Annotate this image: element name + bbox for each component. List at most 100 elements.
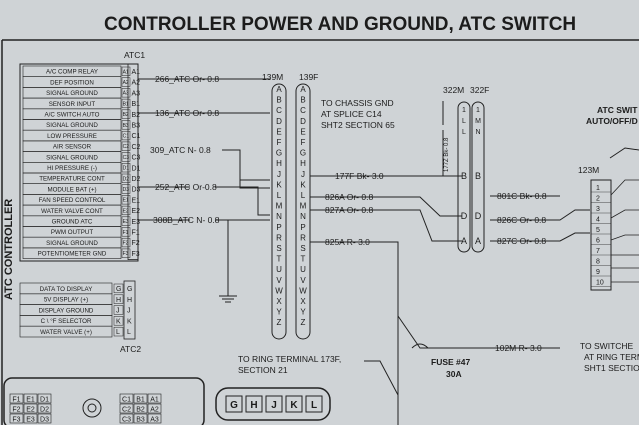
atc2-pin-desc: WATER VALVE (+) — [40, 329, 92, 336]
conn-139f-pin: S — [300, 244, 305, 253]
conn-322m-label: 322M — [443, 85, 464, 95]
conn-123m-pin: 4 — [596, 217, 600, 224]
bottom-connector-pin: K — [290, 400, 298, 411]
atc1-pin-code: F3 — [123, 251, 129, 257]
diagram-title: CONTROLLER POWER AND GROUND, ATC SWITCH — [104, 14, 576, 35]
conn-322f-body — [471, 101, 485, 253]
atc1-pin-code-box — [121, 109, 131, 119]
atc1-pin-code: C2 — [123, 144, 130, 150]
atc1-pin-desc: LOW PRESSURE — [47, 133, 97, 140]
atc-switch-label-2: AUTO/OFF/D — [586, 116, 638, 126]
right-wires — [310, 101, 590, 425]
conn-139m-body — [271, 83, 287, 340]
atc2-pin-code: J — [116, 308, 120, 315]
atc1-pin-code: C3 — [123, 155, 130, 161]
conn-322f-top-pin: N — [475, 129, 480, 136]
atc1-pin-code: F1 — [123, 230, 129, 236]
conn-139f-pin: M — [300, 202, 307, 211]
conn-139f-pin: X — [300, 297, 306, 306]
connector-face-cell-label: F2 — [12, 406, 20, 413]
atc1-pin: E1 — [132, 197, 141, 204]
atc2-row-box — [19, 325, 113, 338]
atc2-connector-housing — [123, 280, 136, 340]
conn-123m-pin: 9 — [596, 269, 600, 276]
atc1-pin-code-box — [121, 77, 131, 87]
connector-face-cell — [23, 413, 38, 424]
connector-face-cell-label: D2 — [40, 406, 49, 413]
atc1-pin: F2 — [132, 240, 140, 247]
chassis-note-3: SHT2 SECTION 65 — [321, 120, 395, 130]
connector-face-cell — [9, 413, 24, 424]
conn-123m-body — [590, 179, 612, 291]
atc1-pin-code-box — [121, 248, 131, 258]
conn-139f-pin: N — [300, 212, 306, 221]
bottom-connector-pin: L — [311, 400, 317, 411]
atc1-pin-code-box — [121, 227, 131, 237]
connector-face-cell — [133, 413, 148, 424]
connector-face-cell-label: D1 — [40, 396, 49, 403]
atc1-pin-code: C1 — [123, 134, 130, 140]
wire-801c: 801C Bk- 0.8 — [497, 191, 547, 201]
conn-322m-top-pin: L — [462, 129, 466, 136]
bottom-connector-pin: G — [230, 400, 238, 411]
conn-123m-pin: 7 — [596, 248, 600, 255]
conn-139m-pin: U — [276, 265, 282, 274]
conn-139f-pin: D — [300, 117, 306, 126]
bottom-connector-pin-box — [265, 395, 283, 413]
connector-face-cell — [9, 393, 24, 404]
conn-123m-pin: 2 — [596, 196, 600, 203]
atc-switch-label-1: ATC SWIT — [597, 105, 638, 115]
atc1-pin-desc: SIGNAL GROUND — [46, 122, 98, 129]
conn-322m-pin: A — [461, 236, 467, 246]
ring-note-1: TO RING TERMINAL 173F, — [238, 354, 341, 364]
wire-102m: 102M R- 3.0 — [495, 343, 542, 353]
connector-face-cell-label: C3 — [122, 416, 131, 423]
conn-139m-pin: B — [276, 96, 281, 105]
connector-face-cell-label: B1 — [136, 396, 145, 403]
wire-177f: 177F Bk- 3.0 — [335, 171, 384, 181]
conn-139f-pin: A — [300, 85, 306, 94]
atc2-pin: L — [127, 329, 131, 336]
conn-139m-pin: C — [276, 106, 282, 115]
conn-139m-pin: Z — [277, 318, 282, 327]
connector-face-cell — [37, 403, 52, 414]
atc1-pin-code: D2 — [123, 176, 130, 182]
atc1-pin-code: D1 — [123, 166, 130, 172]
connector-face-cell — [9, 403, 24, 414]
conn-139f-pin: B — [300, 96, 305, 105]
atc1-pin-desc: A/C SWITCH AUTO — [45, 112, 100, 119]
atc1-label: ATC1 — [124, 50, 145, 60]
conn-139f-label: 139F — [299, 72, 318, 82]
atc1-pin: C1 — [132, 133, 141, 140]
conn-123m-pin: 3 — [596, 206, 600, 213]
bottom-connector-pin-box — [225, 395, 243, 413]
connector-face — [3, 377, 205, 425]
conn-139f-pin: P — [300, 223, 305, 232]
atc2-pin-code-box — [113, 294, 124, 304]
atc1-pin-code-box — [121, 152, 131, 162]
atc1-pin: E2 — [132, 208, 141, 215]
wire-177z: 177Z Bk- 0.8 — [444, 137, 450, 172]
conn-139m-pin: H — [276, 159, 282, 168]
atc1-pin-code-box — [121, 88, 131, 98]
atc2-pin-code: L — [116, 329, 120, 336]
connector-face-cell — [23, 393, 38, 404]
conn-139m-pin: W — [275, 286, 283, 295]
atc2-pin-code-box — [113, 316, 124, 326]
atc1-pin-code: E2 — [123, 208, 129, 214]
atc1-pin: B2 — [132, 112, 141, 119]
atc1-pin-code: D3 — [123, 187, 130, 193]
conn-123m-pin: 1 — [596, 185, 600, 192]
bottom-connector-pin-box — [245, 395, 263, 413]
atc-wires — [138, 78, 270, 303]
atc1-pin-code: A1 — [123, 69, 129, 75]
connector-face-cell — [133, 403, 148, 414]
wire-825a: 825A R- 3.0 — [325, 237, 370, 247]
atc2-pin: G — [127, 286, 132, 293]
atc1-pin-code: F2 — [123, 241, 129, 247]
conn-139m-pin: X — [276, 297, 282, 306]
atc2-pin-code: H — [116, 297, 121, 304]
